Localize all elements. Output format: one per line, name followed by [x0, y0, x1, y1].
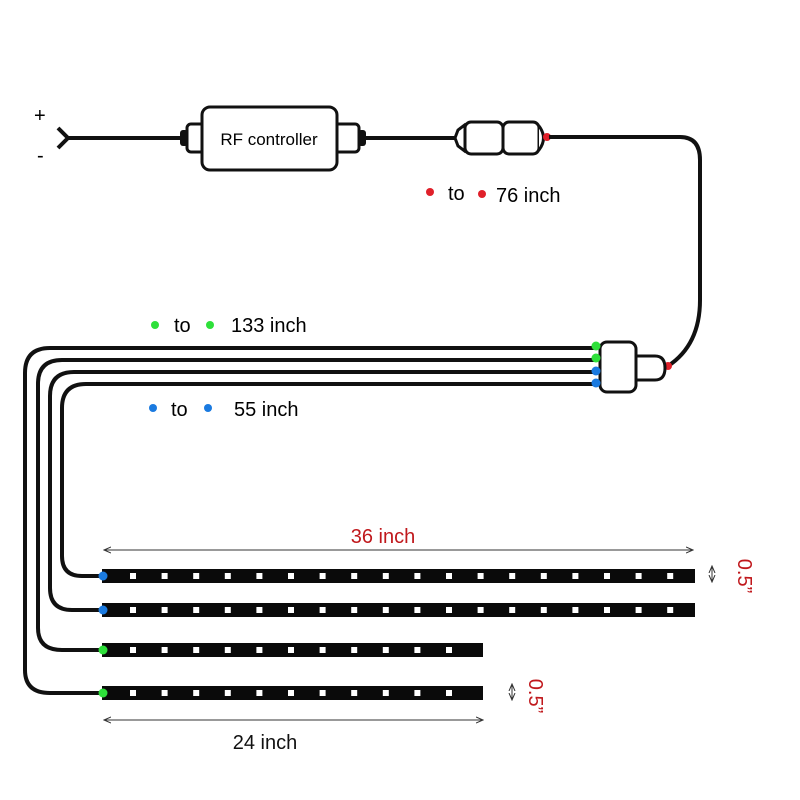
led-chip — [382, 573, 389, 579]
led-chip — [351, 647, 358, 653]
led-chip — [193, 647, 200, 653]
plus-label: + — [34, 105, 46, 127]
led-chip — [446, 690, 452, 696]
branch-wires — [23, 346, 596, 695]
led-strip-4 — [98, 686, 483, 700]
led-chip — [130, 647, 136, 653]
svg-text:to: to — [448, 183, 465, 205]
led-chip — [130, 690, 136, 696]
led-chip — [256, 690, 263, 696]
led-chip — [319, 690, 326, 696]
led-chip — [540, 607, 547, 613]
led-chip — [509, 573, 516, 579]
led-chip — [382, 647, 389, 653]
led-chip — [224, 573, 231, 579]
led-chip — [161, 647, 168, 653]
led-chip — [256, 573, 263, 579]
led-chip — [193, 690, 200, 696]
led-chip — [604, 607, 610, 613]
svg-text:55 inch: 55 inch — [234, 399, 299, 421]
led-chip — [130, 607, 136, 613]
inline-connector — [453, 120, 545, 156]
led-chip — [477, 607, 484, 613]
led-chip — [256, 647, 263, 653]
led-chip — [288, 690, 294, 696]
led-chip — [477, 573, 484, 579]
legend-blue: to 55 inch — [149, 399, 299, 421]
led-chip — [130, 573, 136, 579]
led-chip — [667, 607, 674, 613]
led-chip — [667, 573, 674, 579]
led-chip — [382, 607, 389, 613]
led-chip — [351, 690, 358, 696]
controller-label: RF controller — [220, 130, 318, 149]
legend-green: to 133 inch — [151, 315, 307, 337]
short-length-label: 24 inch — [233, 732, 298, 754]
strip-connector-dot — [98, 571, 108, 581]
led-chip — [414, 690, 421, 696]
svg-text:76 inch: 76 inch — [496, 185, 561, 207]
led-chip — [319, 573, 326, 579]
led-chip — [288, 647, 294, 653]
led-chip — [635, 607, 642, 613]
led-chip — [351, 607, 358, 613]
strip-connector-dot — [98, 688, 108, 698]
led-chip — [635, 573, 642, 579]
led-chip — [446, 647, 452, 653]
led-strip-1 — [98, 569, 695, 583]
led-chip — [351, 573, 358, 579]
led-chip — [572, 573, 579, 579]
led-chip — [414, 647, 421, 653]
led-chip — [161, 690, 168, 696]
led-chip — [446, 573, 452, 579]
led-chip — [224, 607, 231, 613]
led-chip — [161, 607, 168, 613]
svg-text:133 inch: 133 inch — [231, 315, 307, 337]
legend-red: to 76 inch — [426, 183, 561, 207]
led-chip — [446, 607, 452, 613]
led-chip — [414, 607, 421, 613]
led-chip — [288, 573, 294, 579]
width-label-bottom: 0.5” — [524, 679, 546, 713]
long-length-label: 36 inch — [351, 526, 416, 548]
svg-text:to: to — [171, 399, 188, 421]
led-chip — [319, 607, 326, 613]
rf-controller: RF controller — [180, 105, 366, 172]
led-chip — [193, 607, 200, 613]
led-chip — [382, 690, 389, 696]
led-chip — [224, 690, 231, 696]
svg-text:to: to — [174, 315, 191, 337]
led-chip — [604, 573, 610, 579]
led-chip — [319, 647, 326, 653]
minus-label: - — [37, 145, 44, 167]
led-chip — [288, 607, 294, 613]
width-label-top: 0.5” — [733, 559, 755, 593]
led-chip — [224, 647, 231, 653]
led-chip — [193, 573, 200, 579]
led-chip — [256, 607, 263, 613]
strip-connector-dot — [98, 605, 108, 615]
led-strip-3 — [98, 643, 483, 657]
led-chip — [161, 573, 168, 579]
extension-wire — [549, 135, 702, 368]
led-chip — [509, 607, 516, 613]
strip-connector-dot — [98, 645, 108, 655]
led-strip-2 — [98, 603, 695, 617]
led-chip — [414, 573, 421, 579]
led-chip — [572, 607, 579, 613]
led-chip — [540, 573, 547, 579]
splitter — [591, 340, 667, 394]
